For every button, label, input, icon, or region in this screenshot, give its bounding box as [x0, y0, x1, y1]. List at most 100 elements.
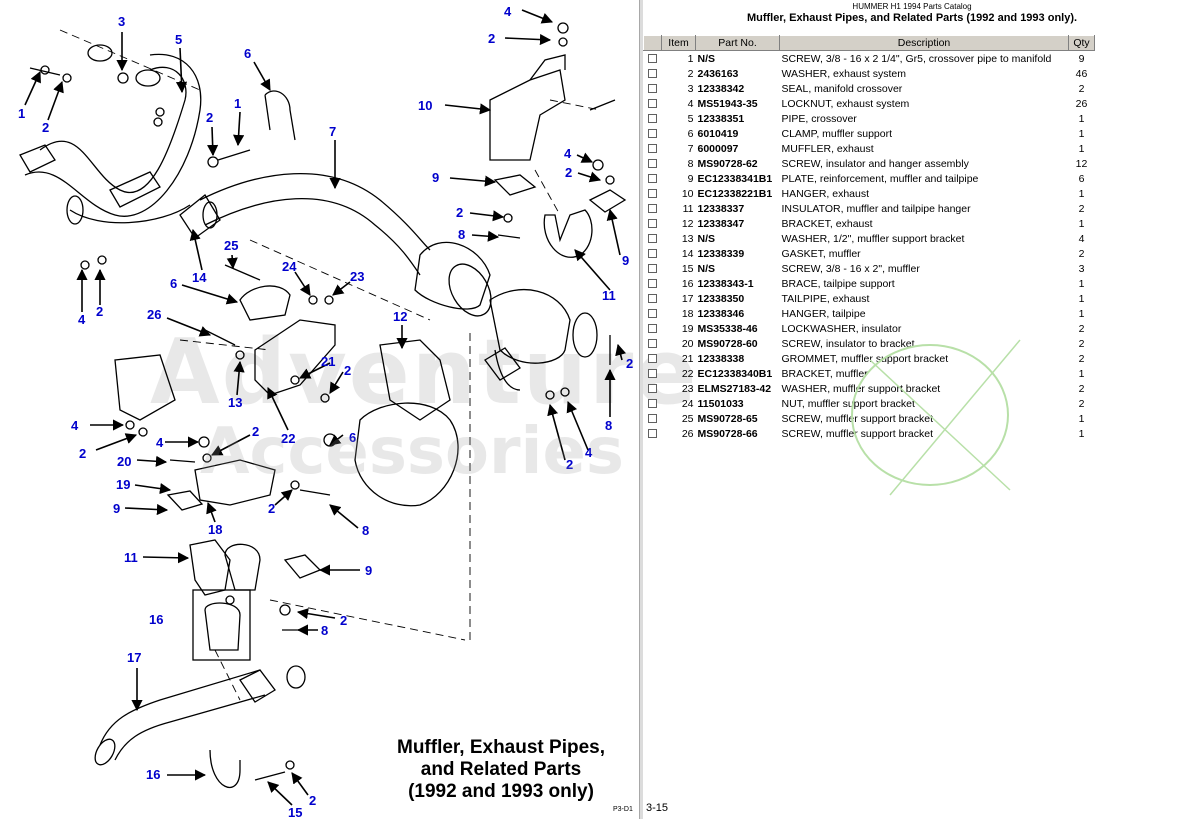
checkbox-icon[interactable] [648, 249, 657, 259]
pane-splitter[interactable] [639, 0, 643, 819]
checkbox-icon[interactable] [648, 279, 657, 289]
row-checkbox[interactable] [644, 276, 662, 291]
checkbox-icon[interactable] [648, 429, 657, 439]
callout-6: 6 [170, 276, 177, 291]
row-checkbox[interactable] [644, 126, 662, 141]
checkbox-icon[interactable] [648, 144, 657, 154]
callout-4: 4 [156, 435, 164, 450]
row-checkbox[interactable] [644, 381, 662, 396]
callout-14: 14 [192, 270, 207, 285]
row-checkbox[interactable] [644, 396, 662, 411]
checkbox-icon[interactable] [648, 309, 657, 319]
header-part-no[interactable]: Part No. [695, 35, 780, 51]
checkbox-icon[interactable] [648, 129, 657, 139]
row-part-no: 12338351 [697, 112, 745, 125]
checkbox-icon[interactable] [648, 399, 657, 409]
row-item: 11 [682, 202, 694, 215]
row-checkbox[interactable] [644, 186, 662, 201]
checkbox-icon[interactable] [648, 189, 657, 199]
row-checkbox[interactable] [644, 291, 662, 306]
checkbox-icon[interactable] [648, 219, 657, 229]
checkbox-icon[interactable] [648, 159, 657, 169]
row-part-no: 6010419 [697, 127, 739, 140]
checkbox-icon[interactable] [648, 69, 657, 79]
checkbox-icon[interactable] [648, 234, 657, 244]
row-checkbox[interactable] [644, 171, 662, 186]
row-checkbox[interactable] [644, 306, 662, 321]
header-select[interactable] [643, 35, 662, 51]
watermark-ring [851, 344, 1009, 486]
row-checkbox[interactable] [644, 366, 662, 381]
row-checkbox[interactable] [644, 411, 662, 426]
checkbox-icon[interactable] [648, 204, 657, 214]
row-checkbox[interactable] [644, 201, 662, 216]
row-qty: 2 [1078, 382, 1085, 395]
row-qty: 12 [1075, 157, 1088, 170]
checkbox-icon[interactable] [648, 294, 657, 304]
header-description[interactable]: Description [779, 35, 1069, 51]
checkbox-icon[interactable] [648, 369, 657, 379]
callout-16: 16 [149, 612, 163, 627]
row-checkbox[interactable] [644, 336, 662, 351]
row-checkbox[interactable] [644, 231, 662, 246]
row-qty: 46 [1075, 67, 1088, 80]
row-checkbox[interactable] [644, 351, 662, 366]
checkbox-icon[interactable] [648, 384, 657, 394]
row-checkbox[interactable] [644, 216, 662, 231]
header-qty[interactable]: Qty [1068, 35, 1095, 51]
checkbox-icon[interactable] [648, 354, 657, 364]
row-checkbox[interactable] [644, 156, 662, 171]
row-checkbox[interactable] [644, 246, 662, 261]
callout-2: 2 [268, 501, 275, 516]
checkbox-icon[interactable] [648, 99, 657, 109]
row-checkbox[interactable] [644, 321, 662, 336]
row-checkbox[interactable] [644, 426, 662, 441]
checkbox-icon[interactable] [648, 114, 657, 124]
header-item[interactable]: Item [661, 35, 696, 51]
checkbox-icon[interactable] [648, 339, 657, 349]
caption-line-1: Muffler, Exhaust Pipes, [397, 737, 605, 758]
row-checkbox[interactable] [644, 261, 662, 276]
row-checkbox[interactable] [644, 96, 662, 111]
checkbox-icon[interactable] [648, 264, 657, 274]
checkbox-icon[interactable] [648, 324, 657, 334]
checkbox-icon[interactable] [648, 174, 657, 184]
row-checkbox[interactable] [644, 81, 662, 96]
row-qty: 2 [1078, 352, 1085, 365]
row-checkbox[interactable] [644, 141, 662, 156]
row-checkbox[interactable] [644, 111, 662, 126]
row-part-no: EC12338221B1 [697, 187, 773, 200]
checkbox-icon[interactable] [648, 54, 657, 64]
row-checkbox[interactable] [644, 66, 662, 81]
row-checkbox[interactable] [644, 51, 662, 67]
checkbox-icon[interactable] [648, 84, 657, 94]
checkbox-icon[interactable] [648, 414, 657, 424]
callout-9: 9 [113, 501, 120, 516]
